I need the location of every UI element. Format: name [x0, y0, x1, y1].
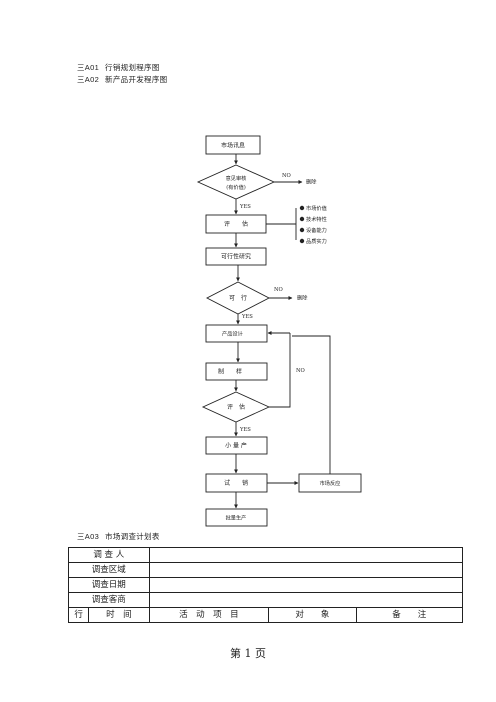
heading-title: 新产品开发程序图	[105, 75, 168, 84]
value-cell[interactable]	[148, 562, 464, 578]
table-row: 调查日期	[68, 577, 464, 593]
table-row: 调 查 人	[68, 547, 464, 563]
value-cell[interactable]	[148, 577, 464, 593]
screen-label-1: 意见审核	[226, 174, 247, 182]
delete-label: 删除	[297, 294, 308, 302]
market-survey-plan-table: 调 查 人 调查区域 调查日期 调查客商 行 时 间 活 动 项 目 对 象 备…	[67, 547, 464, 623]
criteria-label: 市场价值	[306, 204, 327, 212]
heading-code: 三A01	[77, 63, 100, 72]
column-header: 时 间	[88, 607, 150, 623]
criteria-label: 品质实力	[306, 237, 327, 245]
heading-code: 三A02	[77, 75, 100, 84]
heading-a01: 三A01 行销规划程序图	[77, 62, 160, 73]
table-row: 调查客商	[68, 592, 464, 608]
yes-label: YES	[241, 314, 253, 320]
small-batch-box	[205, 436, 268, 455]
small-batch-label: 小 量 产	[225, 442, 247, 450]
trial-sale-label: 试 销	[224, 479, 248, 487]
heading-title: 市场调查计划表	[105, 532, 160, 541]
prototype-box	[205, 362, 268, 381]
market-info-label: 市场讯息	[221, 142, 245, 150]
value-cell[interactable]	[148, 547, 464, 563]
no-label: NO	[274, 287, 283, 293]
column-header: 行	[67, 607, 90, 623]
market-info-box	[205, 135, 261, 155]
yes-label: YES	[239, 204, 251, 210]
heading-code: 三A03	[77, 532, 100, 541]
criteria-label: 技术特性	[306, 215, 327, 223]
table-header-row: 行 时 间 活 动 项 目 对 象 备 注	[67, 607, 464, 623]
heading-a02: 三A02 新产品开发程序图	[77, 74, 167, 85]
page-number: 第 1 页	[230, 647, 266, 660]
row-label: 调查日期	[68, 577, 150, 593]
heading-a03: 三A03 市场调查计划表	[77, 531, 160, 542]
prototype-label: 制 样	[218, 368, 242, 376]
review-label: 评 估	[227, 403, 245, 411]
value-cell[interactable]	[148, 592, 464, 608]
no-label: NO	[296, 368, 305, 374]
criteria-label: 设备能力	[306, 226, 327, 234]
row-label: 调 查 人	[68, 547, 150, 563]
mass-production-label: 批量生产	[226, 514, 247, 522]
yes-label: YES	[239, 427, 251, 433]
column-header: 对 象	[268, 607, 357, 623]
market-feedback-label: 市场反应	[320, 479, 341, 487]
screen-label-2: (有价值)	[226, 183, 246, 191]
mass-production-box	[205, 508, 268, 527]
evaluate-label: 评 估	[224, 220, 248, 228]
feasibility-label: 可行性研究	[221, 253, 251, 261]
feasibility-box	[205, 247, 267, 266]
screening-decision	[196, 164, 276, 200]
column-header: 活 动 项 目	[148, 607, 270, 623]
table-row: 调查区域	[68, 562, 464, 578]
delete-label: 删除	[306, 178, 317, 186]
row-label: 调查客商	[68, 592, 150, 608]
row-label: 调查区域	[68, 562, 150, 578]
product-design-label: 产品设计	[222, 330, 243, 338]
column-header: 备 注	[355, 607, 464, 623]
no-label: NO	[282, 173, 291, 179]
product-design-box	[205, 324, 268, 343]
feasible-label: 可 行	[229, 294, 247, 302]
product-development-flowchart: 市场讯息 意见审核 (有价值) NO 删除 YES 评 估 市场价值 技术特性 …	[196, 135, 362, 527]
heading-title: 行销规划程序图	[105, 63, 160, 72]
